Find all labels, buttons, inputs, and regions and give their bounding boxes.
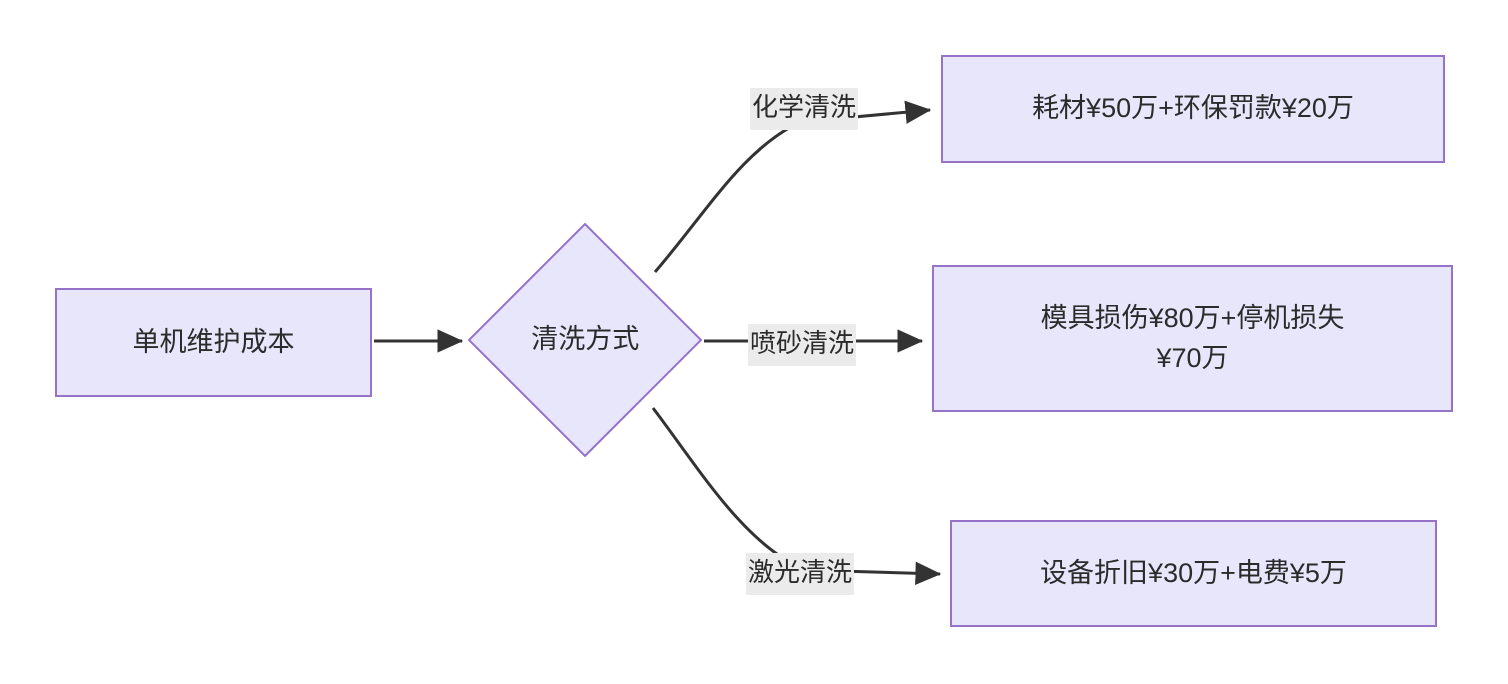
node-outcome-sandblast-cleaning[interactable]: 模具损伤¥80万+停机损失 ¥70万 xyxy=(932,265,1453,412)
node-start-maintenance-cost[interactable]: 单机维护成本 xyxy=(55,288,372,397)
edge-label-chemical-cleaning: 化学清洗 xyxy=(750,88,859,130)
node-decision-label: 清洗方式 xyxy=(531,324,640,355)
node-outcome-laser-cleaning[interactable]: 设备折旧¥30万+电费¥5万 xyxy=(950,520,1437,627)
node-outcome-sandblast-label: 模具损伤¥80万+停机损失 ¥70万 xyxy=(1040,303,1345,373)
node-start-label: 单机维护成本 xyxy=(132,326,295,357)
node-outcome-laser-label: 设备折旧¥30万+电费¥5万 xyxy=(1040,557,1347,588)
node-decision-cleaning-method[interactable]: 清洗方式 xyxy=(467,222,703,458)
edge-decision-to-laser xyxy=(651,407,942,585)
edge-label-sandblast-cleaning: 喷砂清洗 xyxy=(748,324,857,366)
edge-decision-to-chemical xyxy=(653,100,932,273)
node-outcome-chemical-cleaning[interactable]: 耗材¥50万+环保罚款¥20万 xyxy=(941,55,1445,163)
edge-label-laser-cleaning: 激光清洗 xyxy=(746,553,855,595)
node-outcome-chemical-label: 耗材¥50万+环保罚款¥20万 xyxy=(1032,93,1354,124)
